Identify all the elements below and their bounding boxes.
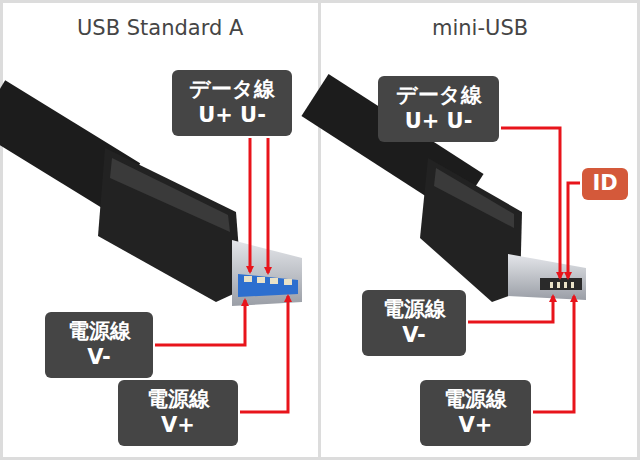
- signal-name: V-: [402, 323, 425, 349]
- id-callout-box: ID: [582, 168, 628, 200]
- contact: [257, 277, 265, 283]
- signal-name: V-: [87, 345, 110, 371]
- contact: [550, 282, 553, 288]
- signal-name: V+: [459, 413, 493, 439]
- leader-line: [240, 296, 288, 412]
- panel-title: mini-USB: [432, 16, 528, 40]
- callout-box: 電源線V-: [362, 290, 466, 356]
- housing-highlight: [434, 168, 514, 228]
- leader-line: [249, 138, 252, 272]
- callout-box: 電源線V+: [420, 380, 531, 446]
- signal-name: U+ U-: [198, 103, 266, 129]
- housing-highlight: [110, 158, 230, 232]
- callout-box: データ線U+ U-: [378, 76, 499, 142]
- contact: [564, 282, 567, 288]
- callout-heading: 電源線: [383, 297, 446, 323]
- leader-line: [568, 183, 580, 278]
- contact: [571, 282, 574, 288]
- callout-heading: 電源線: [444, 387, 507, 413]
- leader-line: [468, 296, 553, 322]
- contact: [284, 279, 292, 285]
- plug-housing: [98, 148, 242, 302]
- callout-heading: 電源線: [68, 319, 131, 345]
- leader-line: [501, 128, 560, 278]
- plug-housing: [420, 158, 522, 302]
- callout-heading: ID: [592, 171, 617, 197]
- contact: [557, 282, 560, 288]
- leader-line: [267, 138, 270, 273]
- contact: [270, 278, 278, 284]
- leader-line: [155, 300, 245, 345]
- callout-box: データ線U+ U-: [172, 70, 292, 136]
- callout-heading: データ線: [189, 77, 275, 103]
- callout-heading: データ線: [396, 83, 482, 109]
- signal-name: V+: [161, 413, 195, 439]
- blue-insert: [238, 274, 298, 297]
- signal-name: U+ U-: [405, 109, 473, 135]
- callout-box: 電源線V-: [45, 312, 153, 378]
- contact: [244, 276, 252, 282]
- callout-heading: 電源線: [147, 387, 210, 413]
- callout-box: 電源線V+: [118, 380, 238, 446]
- metal-plug: [508, 254, 586, 300]
- panel-title: USB Standard A: [77, 16, 243, 40]
- leader-line: [533, 296, 574, 412]
- plug-slot: [540, 278, 582, 290]
